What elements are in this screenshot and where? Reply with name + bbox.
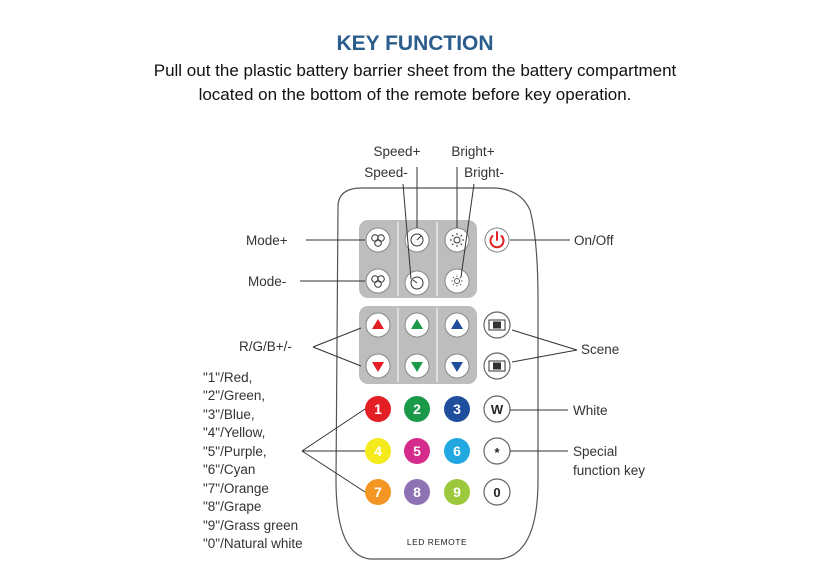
label-special-2: function key (573, 463, 645, 478)
speed-minus-button[interactable] (404, 270, 430, 296)
number-key-3[interactable]: 3 (444, 396, 470, 422)
svg-text:8: 8 (413, 484, 421, 500)
number-key-9[interactable]: 9 (444, 479, 470, 505)
svg-text:W: W (491, 402, 504, 417)
legend-item: "9"/Grass green (203, 518, 298, 533)
number-key-2[interactable]: 2 (404, 396, 430, 422)
number-key-7[interactable]: 7 (365, 479, 391, 505)
legend-item: "8"/Grape (203, 499, 261, 514)
svg-text:3: 3 (453, 401, 461, 417)
legend-item: "1"/Red, (203, 370, 252, 385)
triangle-up-icon (372, 319, 384, 329)
label-special-1: Special (573, 444, 617, 459)
svg-text:*: * (494, 445, 500, 460)
svg-text:9: 9 (453, 484, 461, 500)
number-key-8[interactable]: 8 (404, 479, 430, 505)
legend-item: "3"/Blue, (203, 407, 255, 422)
white-key[interactable]: W (483, 395, 511, 423)
label-speed-minus: Speed- (364, 165, 408, 180)
label-mode-minus: Mode- (248, 274, 286, 289)
label-scene: Scene (581, 342, 619, 357)
speed-plus-button[interactable] (404, 227, 430, 253)
label-rgb: R/G/B+/- (239, 339, 292, 354)
zero-key[interactable]: 0 (483, 478, 511, 506)
legend-item: "0"/Natural white (203, 536, 303, 551)
number-key-6[interactable]: 6 (444, 438, 470, 464)
green-down-button[interactable] (404, 353, 430, 379)
svg-text:6: 6 (453, 443, 461, 459)
intro-text: Pull out the plastic battery barrier she… (153, 61, 677, 104)
triangle-up-icon (451, 319, 463, 329)
triangle-down-icon (451, 362, 463, 372)
speed-icon (410, 233, 424, 247)
svg-text:1: 1 (374, 401, 382, 417)
number-key-5[interactable]: 5 (404, 438, 430, 464)
red-up-button[interactable] (365, 312, 391, 338)
legend-item: "5"/Purple, (203, 444, 267, 459)
svg-text:4: 4 (374, 443, 382, 459)
mode-plus-button[interactable] (365, 227, 391, 253)
blue-down-button[interactable] (444, 353, 470, 379)
number-legend: "1"/Red, "2"/Green, "3"/Blue, "4"/Yellow… (203, 370, 303, 551)
svg-text:2: 2 (413, 401, 421, 417)
green-up-button[interactable] (404, 312, 430, 338)
speed-icon (410, 276, 424, 290)
power-button[interactable] (484, 227, 510, 253)
label-bright-minus: Bright- (464, 165, 504, 180)
scene-button-2[interactable] (483, 352, 511, 380)
mode-icon (371, 275, 385, 288)
svg-text:0: 0 (493, 485, 500, 500)
legend-item: "2"/Green, (203, 388, 265, 403)
leader-lines (300, 167, 578, 493)
sun-icon (450, 233, 464, 247)
special-function-key[interactable]: * (483, 437, 511, 465)
sun-icon (451, 275, 463, 287)
remote-brand-label: LED REMOTE (407, 537, 467, 547)
film-icon (488, 360, 506, 372)
bright-minus-button[interactable] (444, 268, 470, 294)
legend-item: "6"/Cyan (203, 462, 255, 477)
label-mode-plus: Mode+ (246, 233, 288, 248)
triangle-down-icon (411, 362, 423, 372)
power-icon (489, 231, 505, 249)
film-icon (488, 319, 506, 331)
mode-minus-button[interactable] (365, 268, 391, 294)
label-white: White (573, 403, 608, 418)
number-key-1[interactable]: 1 (365, 396, 391, 422)
label-bright-plus: Bright+ (451, 144, 494, 159)
red-down-button[interactable] (365, 353, 391, 379)
triangle-up-icon (411, 319, 423, 329)
blue-up-button[interactable] (444, 312, 470, 338)
label-on-off: On/Off (574, 233, 614, 248)
mode-icon (371, 234, 385, 247)
number-key-4[interactable]: 4 (365, 438, 391, 464)
page-title: KEY FUNCTION (336, 32, 494, 55)
label-speed-plus: Speed+ (374, 144, 421, 159)
svg-text:5: 5 (413, 443, 421, 459)
legend-item: "4"/Yellow, (203, 425, 265, 440)
svg-text:7: 7 (374, 484, 382, 500)
triangle-down-icon (372, 362, 384, 372)
scene-button-1[interactable] (483, 311, 511, 339)
legend-item: "7"/Orange (203, 481, 269, 496)
